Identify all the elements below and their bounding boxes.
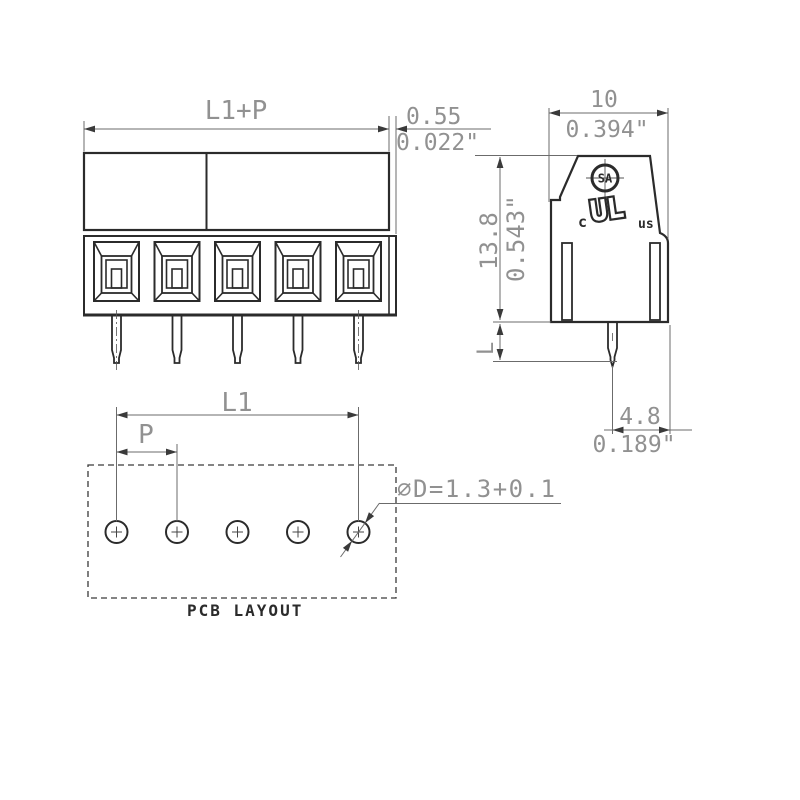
dim-total-width-label: L1+P — [205, 96, 268, 126]
terminal-opening — [93, 241, 140, 302]
terminal-opening — [153, 241, 201, 302]
dimension-pitch: P — [116, 420, 178, 522]
dim-depth-in: 0.394" — [565, 117, 648, 143]
dimension-step: 0.55 0.022" — [395, 104, 491, 234]
mounting-hole — [104, 520, 129, 544]
housing-slot — [561, 242, 573, 321]
pcb-caption: PCB LAYOUT — [187, 601, 303, 620]
csa-logo-text: SA — [598, 172, 613, 186]
hole-diameter-annotation: ⌀D=1.3+0.1 — [340, 475, 561, 558]
ul-logo-suffix: us — [638, 217, 654, 232]
pcb-layout-view: L1 P ⌀D=1.3+0.1 PCB LAYOUT — [87, 388, 561, 620]
dimension-pin-offset: 4.8 0.189" — [592, 325, 692, 458]
housing-slot — [649, 242, 661, 321]
dim-step-in: 0.022" — [396, 130, 479, 156]
solder-pin — [171, 314, 183, 364]
terminal-openings — [93, 241, 382, 302]
front-view: L1+P 0.55 0.022" — [82, 96, 491, 370]
solder-pin — [292, 314, 304, 364]
front-housing — [82, 151, 397, 317]
solder-pin-side — [607, 321, 618, 370]
terminal-opening — [335, 241, 382, 302]
solder-pin — [232, 314, 243, 364]
dim-height-in: 0.543" — [502, 195, 530, 282]
dimension-pin-length: L — [474, 324, 617, 362]
dimension-span: L1 — [116, 388, 359, 522]
dim-span-label: L1 — [221, 388, 252, 418]
terminal-opening — [214, 241, 261, 302]
dim-pin-offset-mm: 4.8 — [619, 404, 661, 430]
dim-height-mm: 13.8 — [475, 212, 503, 270]
solder-pins-front — [111, 310, 364, 370]
dimension-height: 13.8 0.543" — [475, 155, 577, 323]
dim-depth-mm: 10 — [590, 87, 618, 113]
hole-diameter-note: ⌀D=1.3+0.1 — [397, 475, 557, 503]
side-view: SA c UL us 10 0.394" 13.8 — [474, 87, 692, 458]
dimension-total-width: L1+P — [83, 96, 390, 152]
dim-pitch-label: P — [138, 420, 154, 450]
side-housing — [549, 154, 670, 324]
mounting-hole — [165, 520, 189, 544]
dim-step-mm: 0.55 — [406, 104, 461, 130]
ul-logo-icon: c UL us — [578, 189, 654, 232]
pcb-outline — [87, 464, 397, 599]
mounting-hole — [225, 520, 250, 544]
ul-logo-prefix: c — [578, 213, 587, 231]
mounting-hole — [286, 520, 310, 544]
dim-pin-offset-in: 0.189" — [592, 432, 675, 458]
ul-logo-text: UL — [588, 191, 626, 228]
terminal-opening — [274, 241, 322, 302]
dim-pin-length-label: L — [474, 342, 499, 355]
mounting-holes — [104, 520, 371, 544]
csa-logo-icon: SA — [586, 159, 624, 197]
